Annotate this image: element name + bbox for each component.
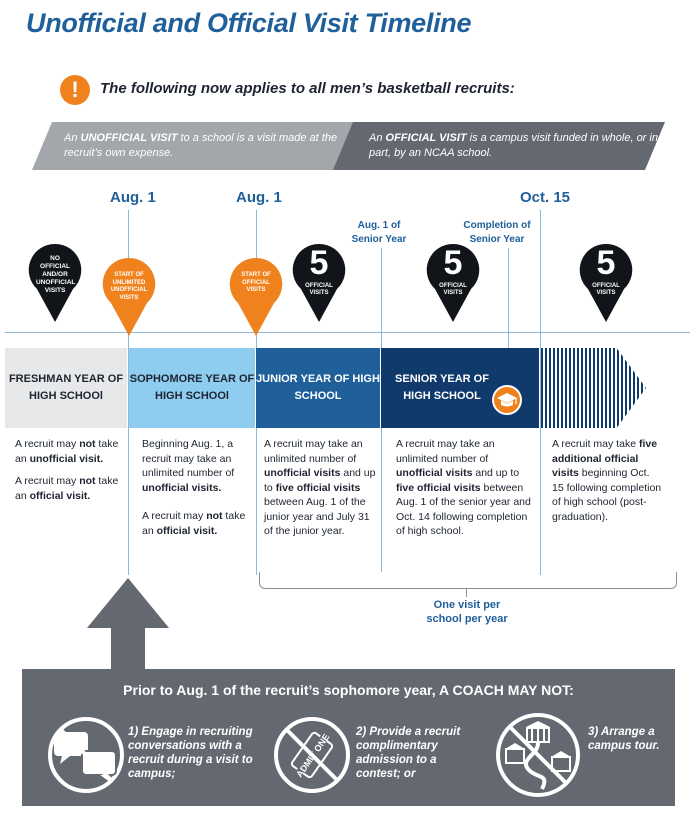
timeline-marker-oct15 [540, 210, 541, 575]
sophomore-year-block: SOPHOMORE YEAR OF HIGH SCHOOl [129, 348, 255, 428]
junior-description: A recruit may take an unlimited number o… [264, 438, 376, 537]
coach-restrictions-title: Prior to Aug. 1 of the recruit’s sophomo… [123, 682, 574, 698]
per-school-note: One visit per school per year [426, 599, 508, 625]
date-oct15: Oct. 15 [520, 189, 571, 206]
pin-post-grad-official-visits: 5 OFFICIAL VISITS [578, 242, 634, 326]
junior-year-block: JUNIOR YEAR OF HIGH SCHOOL [256, 348, 380, 428]
coach-restrictions-panel: Prior to Aug. 1 of the recruit’s sophomo… [22, 669, 675, 806]
timeline-axis [5, 332, 690, 333]
per-school-bracket [259, 572, 677, 589]
timeline-marker-aug1-sophomore [128, 210, 129, 575]
restriction-3: 3) Arrange a campus tour. [588, 726, 660, 752]
no-ticket-icon: ADMIT ONE [270, 713, 354, 802]
pin-start-unofficial: START OF UNLIMITED UNOFFICIAL VISITS [101, 256, 157, 340]
freshman-year-block: FRESHMAN YEAR OF HIGH SCHOOl [5, 348, 127, 428]
restriction-1: 1) Engage in recruiting conversations wi… [128, 726, 253, 780]
per-school-bracket-tick [466, 589, 467, 597]
date-aug1-junior: Aug. 1 [236, 189, 282, 206]
notice-text: The following now applies to all men’s b… [100, 80, 515, 97]
page-title: Unofficial and Official Visit Timeline [26, 8, 472, 38]
date-completion: Completion of Senior Year [463, 220, 531, 245]
senior-description: A recruit may take an unlimited number o… [396, 438, 531, 537]
post-grad-description: A recruit may take five additional offic… [552, 438, 662, 523]
sophomore-description: Beginning Aug. 1, a recruit may take an … [142, 438, 246, 537]
graduation-cap-icon [492, 385, 522, 415]
freshman-description: A recruit may not take an unofficial vis… [15, 438, 119, 502]
restriction-2: 2) Provide a recruit complimentary admis… [356, 726, 461, 780]
no-conversation-icon [44, 713, 128, 802]
unofficial-visit-band: An UNOFFICIAL VISIT to a school is a vis… [32, 122, 362, 170]
pin-start-official: START OF OFFICIAL VISITS [228, 256, 284, 340]
up-arrow-shaft [111, 627, 145, 669]
no-campus-tour-icon [492, 709, 584, 806]
official-visit-band: An OFFICIAL VISIT is a campus visit fund… [333, 122, 665, 170]
up-arrow-icon [87, 578, 169, 628]
date-aug1-sophomore: Aug. 1 [110, 189, 156, 206]
pin-junior-official-visits: 5 OFFICIAL VISITS [291, 242, 347, 326]
timeline-marker-completion [508, 248, 509, 388]
exclamation-icon: ! [60, 75, 90, 105]
pin-senior-official-visits: 5 OFFICIAL VISITS [425, 242, 481, 326]
date-aug1-senior: Aug. 1 of Senior Year [351, 220, 407, 245]
pin-no-visits: NO OFFICIAL AND/OR UNOFFICIAL VISITS [27, 242, 83, 326]
post-graduation-arrow [541, 348, 646, 428]
